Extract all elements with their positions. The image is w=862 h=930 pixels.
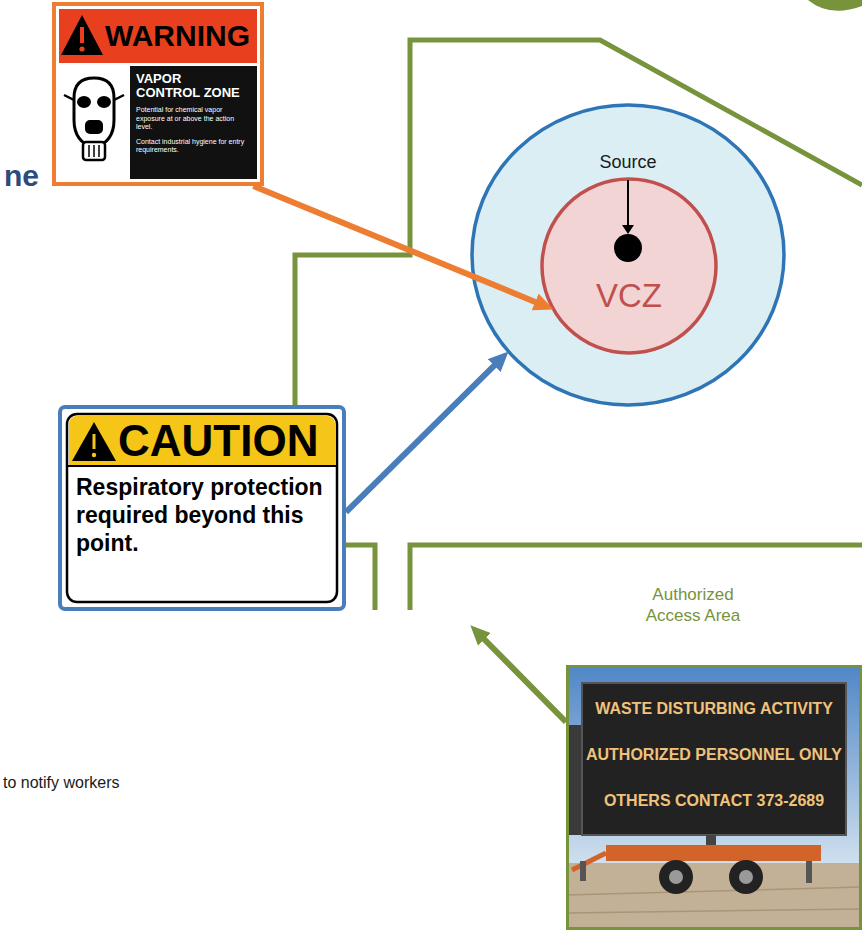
text-group: VAPOR CONTROL ZONE Potential for chemical… bbox=[136, 72, 246, 155]
photo-frame bbox=[568, 667, 861, 929]
access-pointer-arrow bbox=[483, 638, 566, 722]
warning-sign: WARNING VAPOR CONTROL ZONE Potential for c… bbox=[52, 2, 264, 186]
board-line: OTHERS CONTACT 373-2689 bbox=[582, 791, 846, 811]
heading-fragment: ne bbox=[4, 158, 74, 194]
exclamation-dot bbox=[79, 46, 84, 51]
sign-panel bbox=[130, 66, 257, 179]
mask-valve bbox=[85, 120, 103, 134]
wheel bbox=[729, 860, 763, 894]
zone-outline bbox=[472, 105, 784, 405]
source-dot bbox=[614, 234, 642, 262]
exclamation-mark bbox=[93, 434, 96, 449]
sign-header bbox=[59, 9, 257, 63]
sign-note: Contact industrial hygiene for entry req… bbox=[136, 138, 246, 155]
board-line: WASTE DISTURBING ACTIVITY bbox=[582, 699, 846, 719]
exclamation-mark bbox=[80, 27, 84, 43]
node-outline bbox=[470, 103, 786, 407]
filter-ribs bbox=[89, 145, 99, 157]
source-label: Source bbox=[470, 151, 786, 173]
caution-pointer-arrow bbox=[346, 364, 496, 512]
text-group: WASTE DISTURBING ACTIVITY AUTHORIZED PERS… bbox=[582, 699, 846, 811]
sign-border bbox=[67, 414, 337, 602]
note-fragment: to notify workers bbox=[3, 773, 223, 793]
message-board bbox=[582, 683, 846, 835]
sign-heading: CAUTION bbox=[118, 416, 332, 466]
text-group: Respiratory protection required beyond t… bbox=[76, 473, 334, 557]
wheel-hub bbox=[669, 870, 683, 884]
area-label: Authorized Access Area bbox=[640, 584, 746, 626]
trailer-tongue bbox=[572, 853, 606, 870]
access-boundary bbox=[410, 545, 862, 610]
sign-header bbox=[69, 416, 335, 466]
caution-triangle bbox=[72, 422, 116, 461]
sign-body: Respiratory protection required beyond t… bbox=[76, 473, 334, 557]
access-boundary bbox=[346, 545, 375, 610]
message-trailer-photo: WASTE DISTURBING ACTIVITY AUTHORIZED PERS… bbox=[566, 665, 862, 930]
label-holder: to notify workers bbox=[3, 773, 223, 793]
jack-stand bbox=[580, 861, 586, 881]
jack-stand bbox=[806, 861, 812, 883]
node-outline bbox=[540, 177, 718, 355]
wheel bbox=[659, 860, 693, 894]
sign-heading: WARNING bbox=[105, 9, 257, 63]
zone-outline bbox=[542, 179, 716, 353]
sign-title: VAPOR CONTROL ZONE bbox=[136, 72, 246, 100]
access-boundary bbox=[295, 40, 862, 407]
gas-mask bbox=[74, 78, 114, 148]
sign-note: Potential for chemical vapor exposure at… bbox=[136, 106, 246, 132]
ground bbox=[566, 863, 862, 930]
trailer-frame bbox=[606, 845, 821, 861]
text-group: Source bbox=[470, 151, 786, 173]
text-group: VCZ bbox=[540, 277, 718, 315]
respirator-zone-circle: SourceVCZ bbox=[470, 103, 786, 407]
pointer-head bbox=[622, 225, 634, 234]
board-line: AUTHORIZED PERSONNEL ONLY bbox=[582, 745, 846, 765]
source-pointer bbox=[627, 180, 629, 227]
sky bbox=[566, 665, 862, 930]
gravel bbox=[566, 887, 862, 913]
second-sign bbox=[569, 725, 583, 835]
mask-eye bbox=[77, 96, 91, 108]
sign-frame bbox=[54, 4, 262, 184]
label-holder: Authorized Access Area bbox=[640, 584, 746, 626]
caution-sign: CAUTION Respiratory protection required b… bbox=[58, 405, 346, 611]
sign-frame bbox=[60, 407, 344, 609]
wheel-hub bbox=[739, 870, 753, 884]
warning-pointer-arrow bbox=[253, 186, 537, 303]
header-rule bbox=[68, 465, 336, 467]
corner-leaf bbox=[808, 0, 862, 11]
zone-label: VCZ bbox=[540, 277, 718, 315]
vcz-circle: VCZ bbox=[540, 177, 718, 355]
text-group: WARNING bbox=[105, 9, 257, 63]
text-group: CAUTION bbox=[118, 416, 332, 466]
warning-triangle bbox=[61, 15, 103, 55]
label-holder: ne bbox=[4, 158, 74, 194]
exclamation-dot bbox=[92, 453, 96, 457]
mask-filter bbox=[83, 142, 105, 160]
mask-eye bbox=[97, 96, 111, 108]
